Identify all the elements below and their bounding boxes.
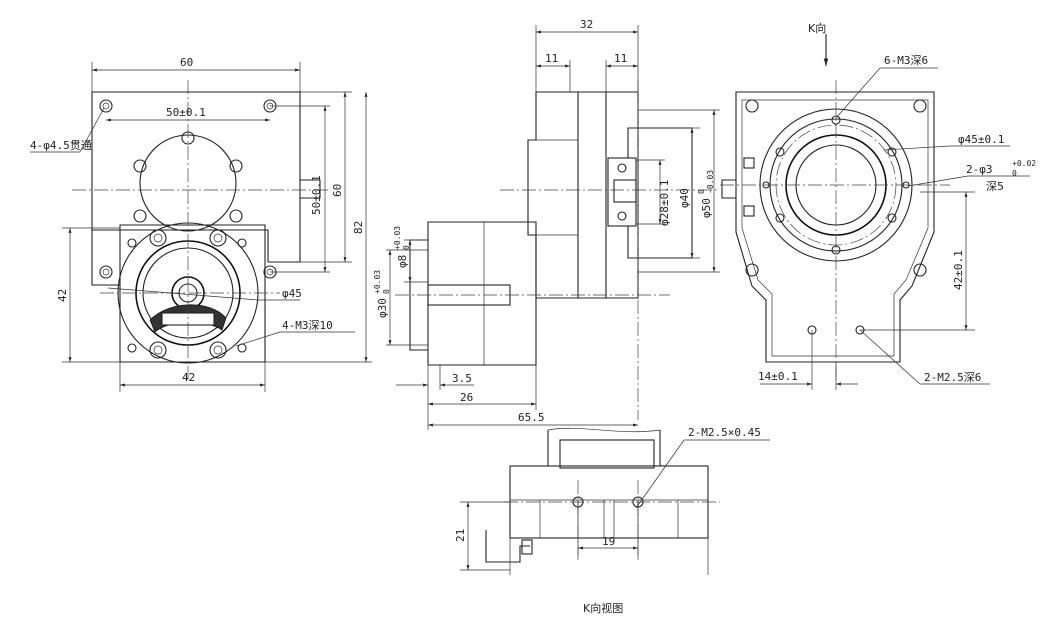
dim-len-65-5: 65.5 [518,411,545,424]
label-depth-5: 深5 [986,180,1004,193]
label-pin-holes: 2-φ3 [966,163,993,176]
dim-dia-8-tol-low: 0 [402,245,411,250]
label-m3-6: 6-M3深6 [884,54,928,67]
label-pin-tol-up: +0.02 [1012,159,1036,168]
dim-left-11: 11 [545,52,558,65]
dim-left-42: 42 [56,289,69,302]
dim-dia-45-right: φ45±0.1 [958,133,1004,146]
dim-bottom-42: 42 [182,371,195,384]
dim-dia-8: φ8 [396,255,409,268]
right-view: K向 6-M3深6 φ45±0.1 2-φ3 +0.02 0 深5 42±0.1… [720,21,1036,390]
label-pin-tol-low: 0 [1012,169,1017,178]
label-m3-holes: 4-M3深10 [282,319,333,332]
dim-len-3-5: 3.5 [452,372,472,385]
dim-width-60: 60 [180,56,193,69]
dim-top-32: 32 [580,18,593,31]
dim-dia-50: φ50 [700,198,713,218]
dim-dia-30: φ30 [376,298,389,318]
dim-height-82: 82 [352,221,365,234]
dim-w14: 14±0.1 [758,370,798,383]
dim-dia-50-tol-up: 0 [697,189,706,194]
dim-len-26: 26 [460,391,473,404]
view-caption: K向视图 [583,601,623,615]
dim-dia-30-tol-up: +0.03 [373,270,382,294]
label-k-direction: K向 [808,21,826,35]
label-through-holes: 4-φ4.5贯通 [30,139,92,152]
dim-h21: 21 [454,529,467,542]
dim-dia-40: φ40 [678,188,691,208]
dim-vertical-bolt: 50±0.1 [310,175,323,215]
side-view: 32 11 11 φ8 +0.03 0 φ30 +0.03 0 φ28±0.1 … [373,18,720,430]
bottom-view: 2-M2.5×0.45 21 19 [454,426,770,575]
dim-dia-8-tol-up: +0.03 [393,226,402,250]
dim-bolt-spacing: 50±0.1 [166,106,206,119]
dim-dia-45: φ45 [282,287,302,300]
dim-h42: 42±0.1 [952,250,965,290]
front-view: 60 50±0.1 4-φ4.5贯通 50±0.1 60 82 42 42 φ4… [30,56,372,392]
dim-dia-28: φ28±0.1 [658,180,671,226]
dim-w19: 19 [602,535,615,548]
label-m25-holes: 2-M2.5深6 [924,371,981,384]
dim-height-60: 60 [331,184,344,197]
dim-dia-30-tol-low: 0 [382,289,391,294]
dim-dia-50-tol-low: -0.03 [706,170,715,194]
dim-right-11: 11 [614,52,627,65]
label-m25-thread: 2-M2.5×0.45 [688,426,761,439]
